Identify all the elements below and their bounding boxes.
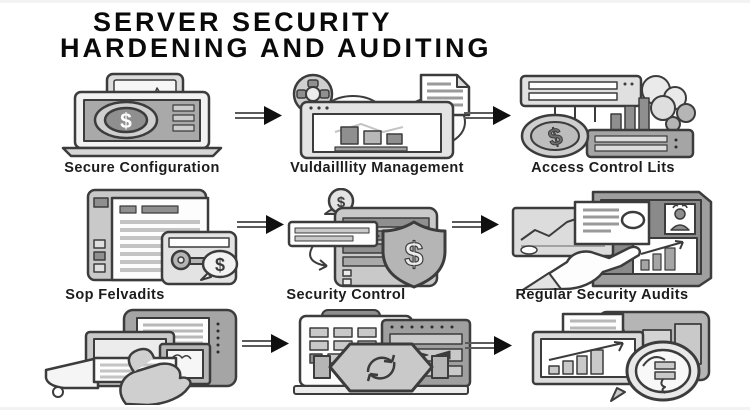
browser-window-icon <box>299 100 455 160</box>
document-peek-icon <box>561 312 625 338</box>
cell-access-control-lists: $ <box>513 72 703 162</box>
dollar-bubble-icon: $ <box>200 249 239 281</box>
bar-chart-icon <box>334 126 408 152</box>
svg-text:$: $ <box>337 194 346 211</box>
audit-dashboard-hand-icon <box>511 190 713 290</box>
flow-arrow-icon <box>233 103 283 134</box>
servers-cloud-coin-icon: $ <box>519 74 696 159</box>
bottom-edge-artifact <box>0 407 750 410</box>
documents-key-dollar-icon: $ <box>86 188 239 286</box>
flow-arrow-icon <box>462 103 512 134</box>
label-access-control-lists: Access Control Lits <box>531 160 675 176</box>
refresh-arrows-icon <box>366 354 396 382</box>
svg-text:$: $ <box>215 255 225 275</box>
browser-bar-chart-icon <box>292 73 471 160</box>
server-bar-top-icon <box>519 74 643 108</box>
cell-secure-configuration: $ <box>53 72 231 160</box>
laptop-dollar-coin-icon: $ <box>61 72 223 158</box>
report-card-icon <box>573 200 651 246</box>
dollar-coin-icon: $ <box>93 100 159 140</box>
svg-text:$: $ <box>405 236 424 274</box>
dollar-shield-icon: $ <box>381 220 447 289</box>
bar-chart-icon <box>610 97 650 143</box>
server-shield-dollar-icon: $ <box>287 188 447 289</box>
thumb <box>127 347 156 373</box>
flow-arrow-icon <box>240 331 290 362</box>
monitor-chart-magnifier-icon <box>531 310 711 402</box>
server-bar-bottom-icon <box>585 128 695 159</box>
hand-icon <box>119 362 192 405</box>
top-edge-artifact <box>0 0 750 3</box>
label-regular-security-audits: Regular Security Audits <box>515 287 689 303</box>
flow-arrow-icon <box>463 333 513 364</box>
config-card-icon <box>287 220 379 271</box>
flow-arrow-icon <box>450 212 500 243</box>
dollar-coin-icon: $ <box>520 113 590 159</box>
cell-monitor-magnifier <box>513 308 715 405</box>
smoke-cloud-icon <box>641 75 696 132</box>
page-title-line1: SERVER SECURITY <box>93 7 393 37</box>
cell-sop-documents: $ <box>80 188 240 288</box>
laptop-base <box>61 146 223 158</box>
magnifier-server-icon <box>610 340 701 402</box>
cell-regular-security-audits <box>505 188 717 290</box>
label-vulnerability-management: Vuldailllity Management <box>290 160 464 176</box>
cell-devices-sync <box>288 308 474 405</box>
flow-arrow-icon <box>235 212 285 243</box>
cell-hand-card-tablet <box>42 308 240 405</box>
svg-text:$: $ <box>120 110 132 133</box>
cell-vulnerability-management <box>283 72 483 162</box>
person-tile-icon <box>664 203 696 235</box>
page-title-line2: HARDENING AND AUDITING <box>60 33 492 63</box>
label-secure-configuration: Secure Configuration <box>64 160 220 176</box>
hand-cuff <box>522 272 562 290</box>
bar-chart-monitor-icon <box>531 330 645 386</box>
hand-card-tablet-icon <box>44 308 238 405</box>
sync-hexagon-icon <box>313 342 449 393</box>
cell-security-control: $ <box>283 188 463 290</box>
label-security-control: Security Control <box>286 287 406 303</box>
label-sop-felvadits: Sop Felvadits <box>65 287 165 303</box>
devices-sync-hexagon-icon <box>293 309 472 395</box>
